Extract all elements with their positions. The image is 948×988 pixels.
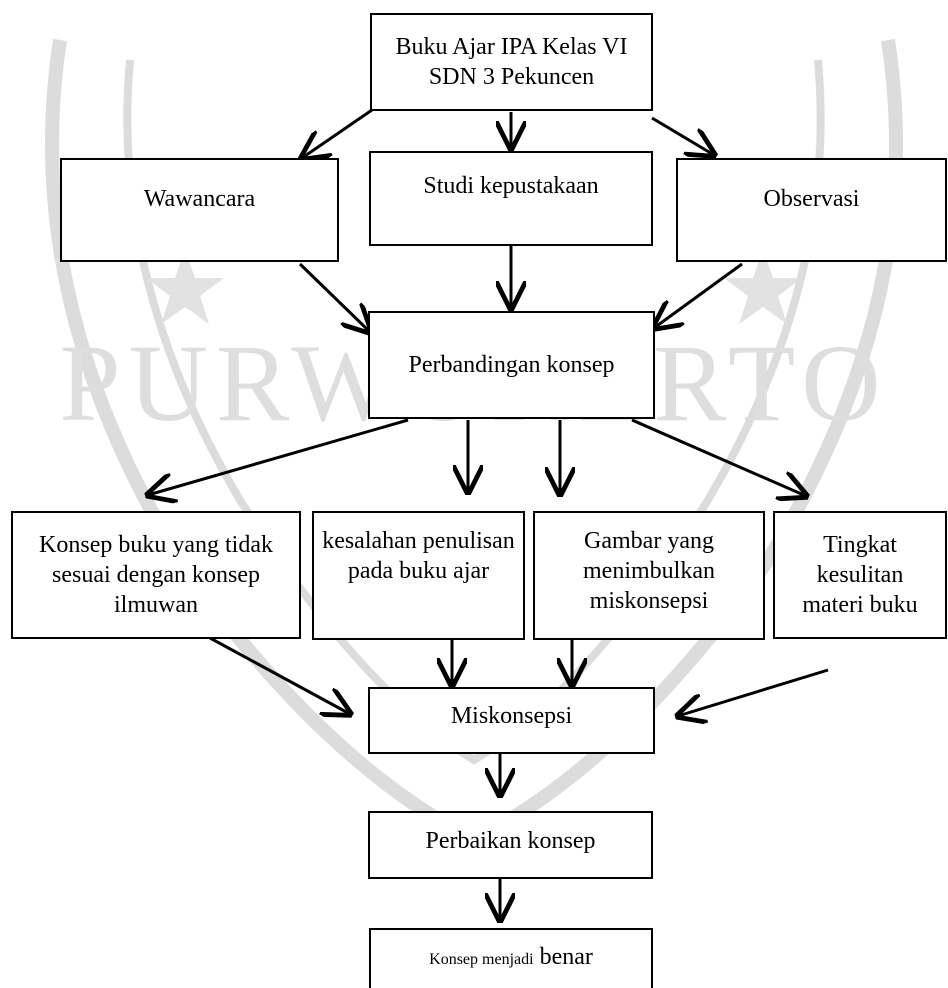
arrow-perbandingan-tingkat: [631, 418, 806, 496]
node-kesalahan: kesalahan penulisan pada buku ajar: [312, 511, 525, 640]
node-gambar: Gambar yang menimbulkan miskonsepsi: [533, 511, 765, 640]
node-observasi-label: Observasi: [763, 186, 860, 212]
node-kesalahan-label: kesalahan penulisan pada buku ajar: [322, 528, 515, 584]
node-final-small-text: Konsep menjadi: [429, 951, 534, 968]
arrow-konsep-miskonsepsi: [209, 636, 350, 714]
node-perbaikan-label: Perbaikan konsep: [425, 828, 596, 854]
node-root: Buku Ajar IPA Kelas VI SDN 3 Pekuncen: [370, 13, 653, 111]
node-konsep-buku: Konsep buku yang tidak sesuai dengan kon…: [11, 511, 301, 639]
node-final-label: Konsep menjadi benar: [371, 942, 651, 975]
node-gambar-label: Gambar yang menimbulkan miskonsepsi: [583, 528, 715, 614]
node-miskonsepsi: Miskonsepsi: [368, 687, 655, 754]
node-perbandingan-label: Perbandingan konsep: [408, 352, 615, 378]
node-tingkat-label: Tingkat kesulitan materi buku: [802, 532, 918, 618]
node-studi-label: Studi kepustakaan: [423, 173, 599, 199]
node-wawancara-label: Wawancara: [143, 186, 256, 212]
node-observasi: Observasi: [676, 158, 947, 262]
left-star-icon: [146, 250, 224, 324]
node-perbaikan: Perbaikan konsep: [368, 811, 653, 879]
node-root-label: Buku Ajar IPA Kelas VI SDN 3 Pekuncen: [395, 34, 628, 90]
node-konsep-buku-label: Konsep buku yang tidak sesuai dengan kon…: [39, 532, 273, 618]
node-final-big-text: benar: [539, 944, 593, 970]
arrow-root-observasi: [651, 116, 714, 155]
node-tingkat: Tingkat kesulitan materi buku: [773, 511, 947, 639]
node-final: Konsep menjadi benar: [369, 928, 653, 988]
node-studi: Studi kepustakaan: [369, 151, 653, 246]
node-miskonsepsi-label: Miskonsepsi: [450, 703, 573, 729]
arrow-tingkat-miskonsepsi: [678, 668, 829, 716]
arrow-wawancara-perbandingan: [298, 262, 370, 332]
arrow-observasi-perbandingan: [654, 262, 743, 328]
arrow-perbandingan-konsep: [148, 418, 409, 495]
node-perbandingan: Perbandingan konsep: [368, 311, 655, 419]
right-star-icon: [724, 250, 802, 324]
node-wawancara: Wawancara: [60, 158, 339, 262]
arrow-root-wawancara: [302, 108, 373, 158]
